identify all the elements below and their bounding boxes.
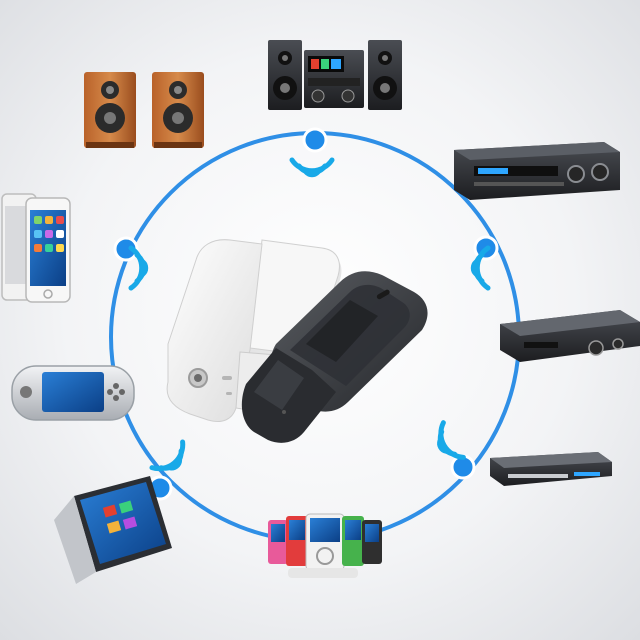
amplifier-icon [500, 310, 640, 362]
connection-node-left-upper [113, 236, 139, 262]
smartphone-icon [1, 193, 71, 303]
handheld-console-icon [11, 365, 135, 421]
hifi-system-icon [268, 40, 402, 110]
black-bluetooth-receiver [241, 271, 428, 443]
laptop-icon [54, 476, 172, 584]
connection-node-top [302, 127, 328, 153]
dvd-player-icon [490, 452, 612, 486]
media-player-icon [268, 513, 382, 578]
wifi-signal-icon [128, 157, 491, 472]
speaker-pair-icon [84, 72, 204, 148]
av-receiver-icon [454, 142, 620, 200]
